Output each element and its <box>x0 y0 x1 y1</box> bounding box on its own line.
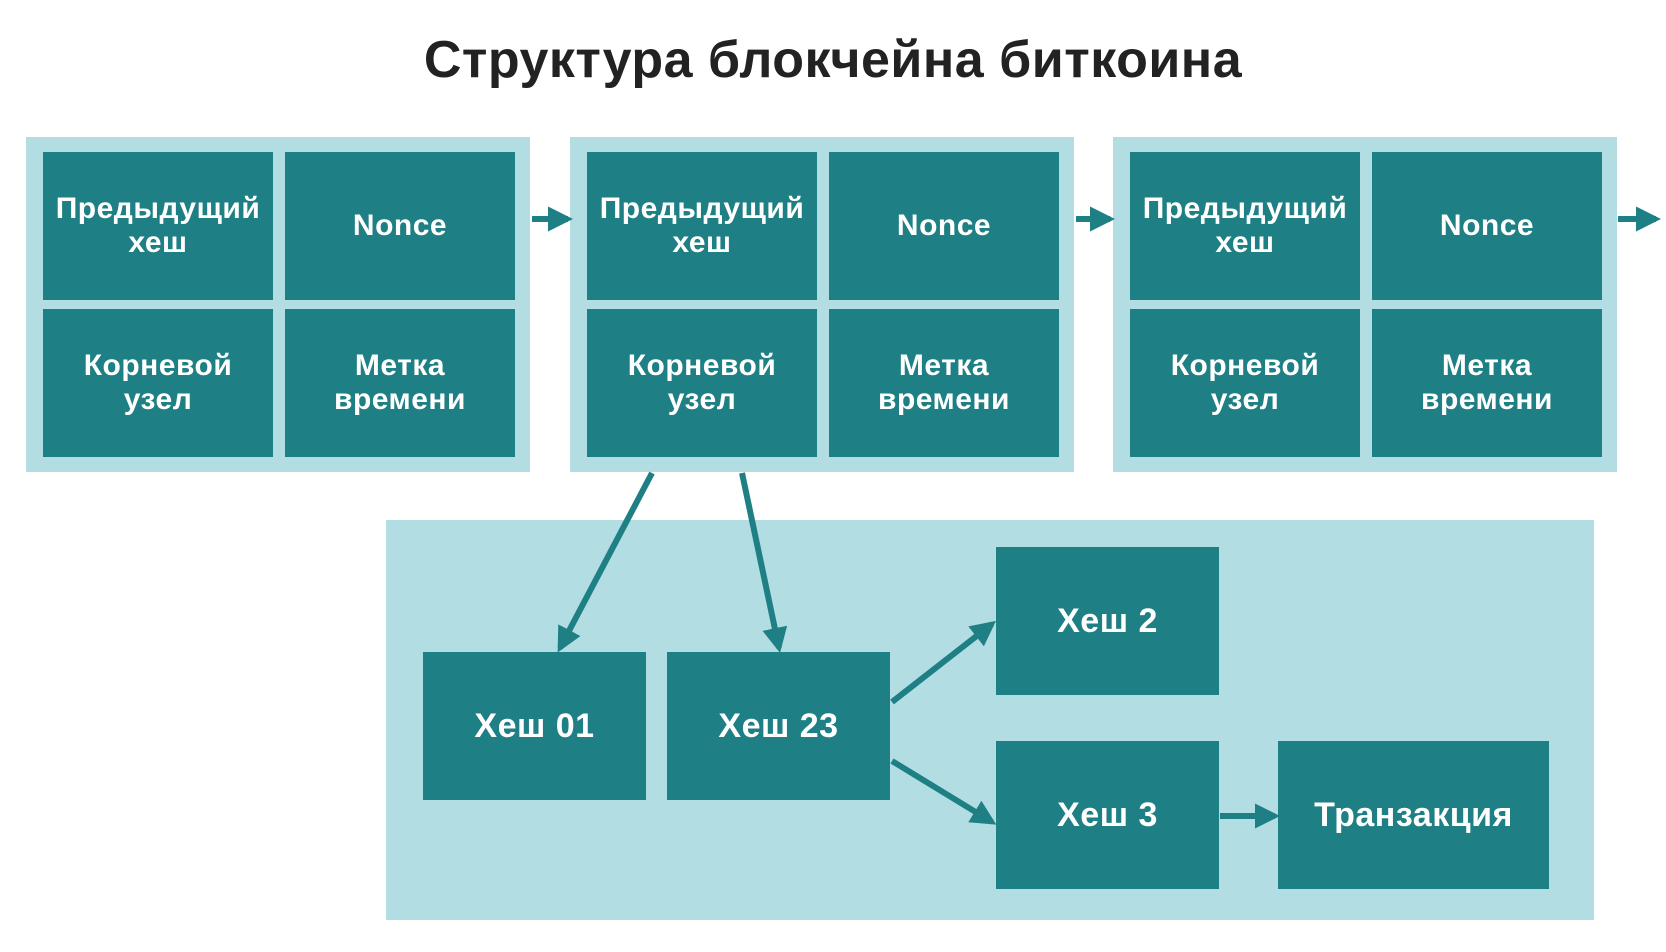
block-1-prev-hash: Предыдущий хеш <box>43 152 273 300</box>
diagram-title: Структура блокчейна биткоина <box>423 31 1243 89</box>
block-3-nonce: Nonce <box>1372 152 1602 300</box>
hash-01-node: Хеш 01 <box>423 652 646 800</box>
block-1-timestamp: Метка времени <box>285 309 515 457</box>
block-2-root-node: Корневой узел <box>587 309 817 457</box>
block-1-nonce: Nonce <box>285 152 515 300</box>
hash-23-node: Хеш 23 <box>667 652 890 800</box>
block-2-timestamp: Метка времени <box>829 309 1059 457</box>
block-2-nonce: Nonce <box>829 152 1059 300</box>
block-2: Предыдущий хеш Nonce Корневой узел Метка… <box>570 137 1074 472</box>
block-3-timestamp: Метка времени <box>1372 309 1602 457</box>
hash-2-node: Хеш 2 <box>996 547 1219 695</box>
transaction-node: Транзакция <box>1278 741 1549 889</box>
block-2-prev-hash: Предыдущий хеш <box>587 152 817 300</box>
block-3-root-node: Корневой узел <box>1130 309 1360 457</box>
block-1-root-node: Корневой узел <box>43 309 273 457</box>
block-1: Предыдущий хеш Nonce Корневой узел Метка… <box>26 137 530 472</box>
block-3-prev-hash: Предыдущий хеш <box>1130 152 1360 300</box>
hash-3-node: Хеш 3 <box>996 741 1219 889</box>
block-3: Предыдущий хеш Nonce Корневой узел Метка… <box>1113 137 1617 472</box>
